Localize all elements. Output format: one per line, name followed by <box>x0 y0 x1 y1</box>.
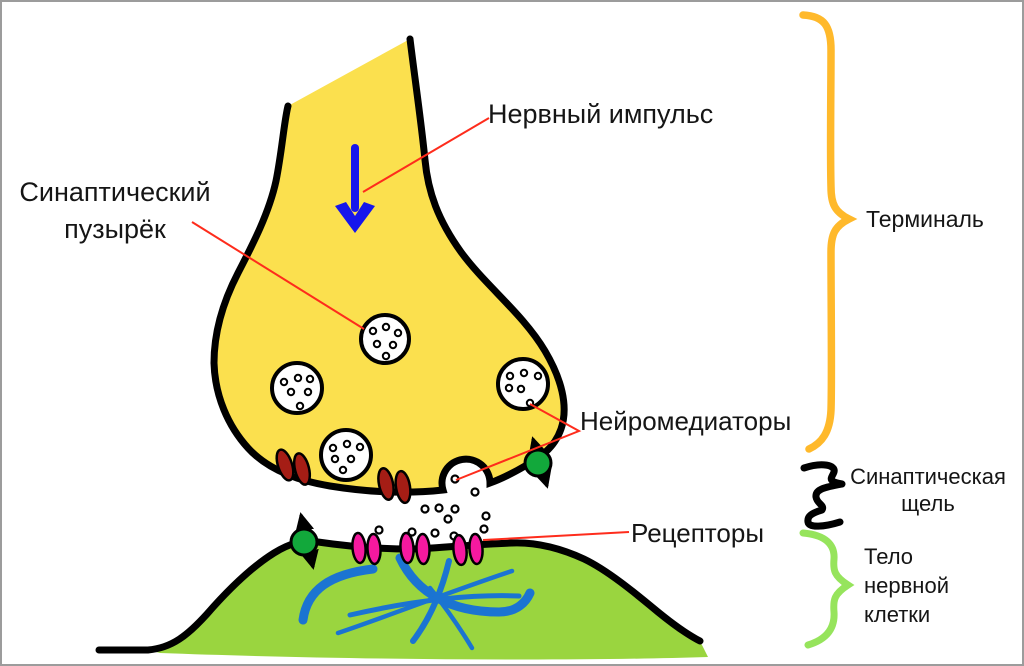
calcium-channels <box>275 448 412 505</box>
synaptic-cleft-label-line2: щель <box>901 491 955 516</box>
pointer-receptors <box>482 531 630 541</box>
fiber <box>298 564 378 625</box>
receptor <box>452 533 468 567</box>
cell-body-label-line1: Тело <box>864 544 914 569</box>
pointer-nerve-impulse <box>362 117 490 193</box>
synaptic-cleft-label-line1: Синаптическая <box>850 464 1006 489</box>
cell-fibers <box>298 553 535 651</box>
synaptic-vesicle <box>319 428 373 482</box>
nerve-impulse-label: Нервный импульс <box>488 99 714 129</box>
fiber <box>395 553 535 617</box>
cell-body-label-line3: клетки <box>864 602 931 627</box>
channel <box>292 452 312 486</box>
neurotransmitters-label: Нейромедиаторы <box>580 406 792 436</box>
pointer-synaptic-vesicle <box>191 221 365 330</box>
synaptic-vesicle-label-line2: пузырёк <box>64 214 166 244</box>
channel <box>275 448 295 482</box>
label-pointer-lines <box>191 117 630 541</box>
channel <box>377 467 395 501</box>
terminal-membrane <box>210 35 568 496</box>
receptor <box>399 531 415 565</box>
green-vesicle <box>523 448 553 478</box>
receptor <box>351 531 367 565</box>
receptors-label: Рецепторы <box>631 518 765 548</box>
fiber <box>335 568 515 636</box>
cell-body-label: Тело нервной клетки <box>864 542 949 629</box>
cell-body-label-line2: нервной <box>864 573 949 598</box>
receptor <box>366 532 382 566</box>
green-vesicle <box>289 527 319 557</box>
synaptic-vesicle-label-line1: Синаптический <box>19 177 211 207</box>
synaptic-vesicle <box>496 357 550 411</box>
nerve-impulse-arrow <box>335 144 375 233</box>
synaptic-cleft-label: Синаптическая щель <box>838 463 1018 517</box>
channel <box>394 469 412 505</box>
receptors-group <box>351 531 484 567</box>
terminal-brace <box>799 11 858 453</box>
fiber <box>427 585 475 651</box>
receptor <box>415 532 431 566</box>
cell-body-brace <box>799 529 855 649</box>
terminal-label: Терминаль <box>866 206 984 232</box>
nerve-impulse-arrowhead <box>335 202 375 233</box>
pointer-neurotransmitters <box>455 403 582 481</box>
synaptic-vesicles <box>270 313 550 482</box>
fiber <box>410 558 452 644</box>
synaptic-cleft-brace <box>800 461 846 530</box>
receptor <box>468 532 484 566</box>
vesicle-dots <box>279 322 543 475</box>
synaptic-vesicle-label: Синаптический пузырёк <box>10 174 220 248</box>
green-transmitter-vesicles <box>289 448 553 557</box>
